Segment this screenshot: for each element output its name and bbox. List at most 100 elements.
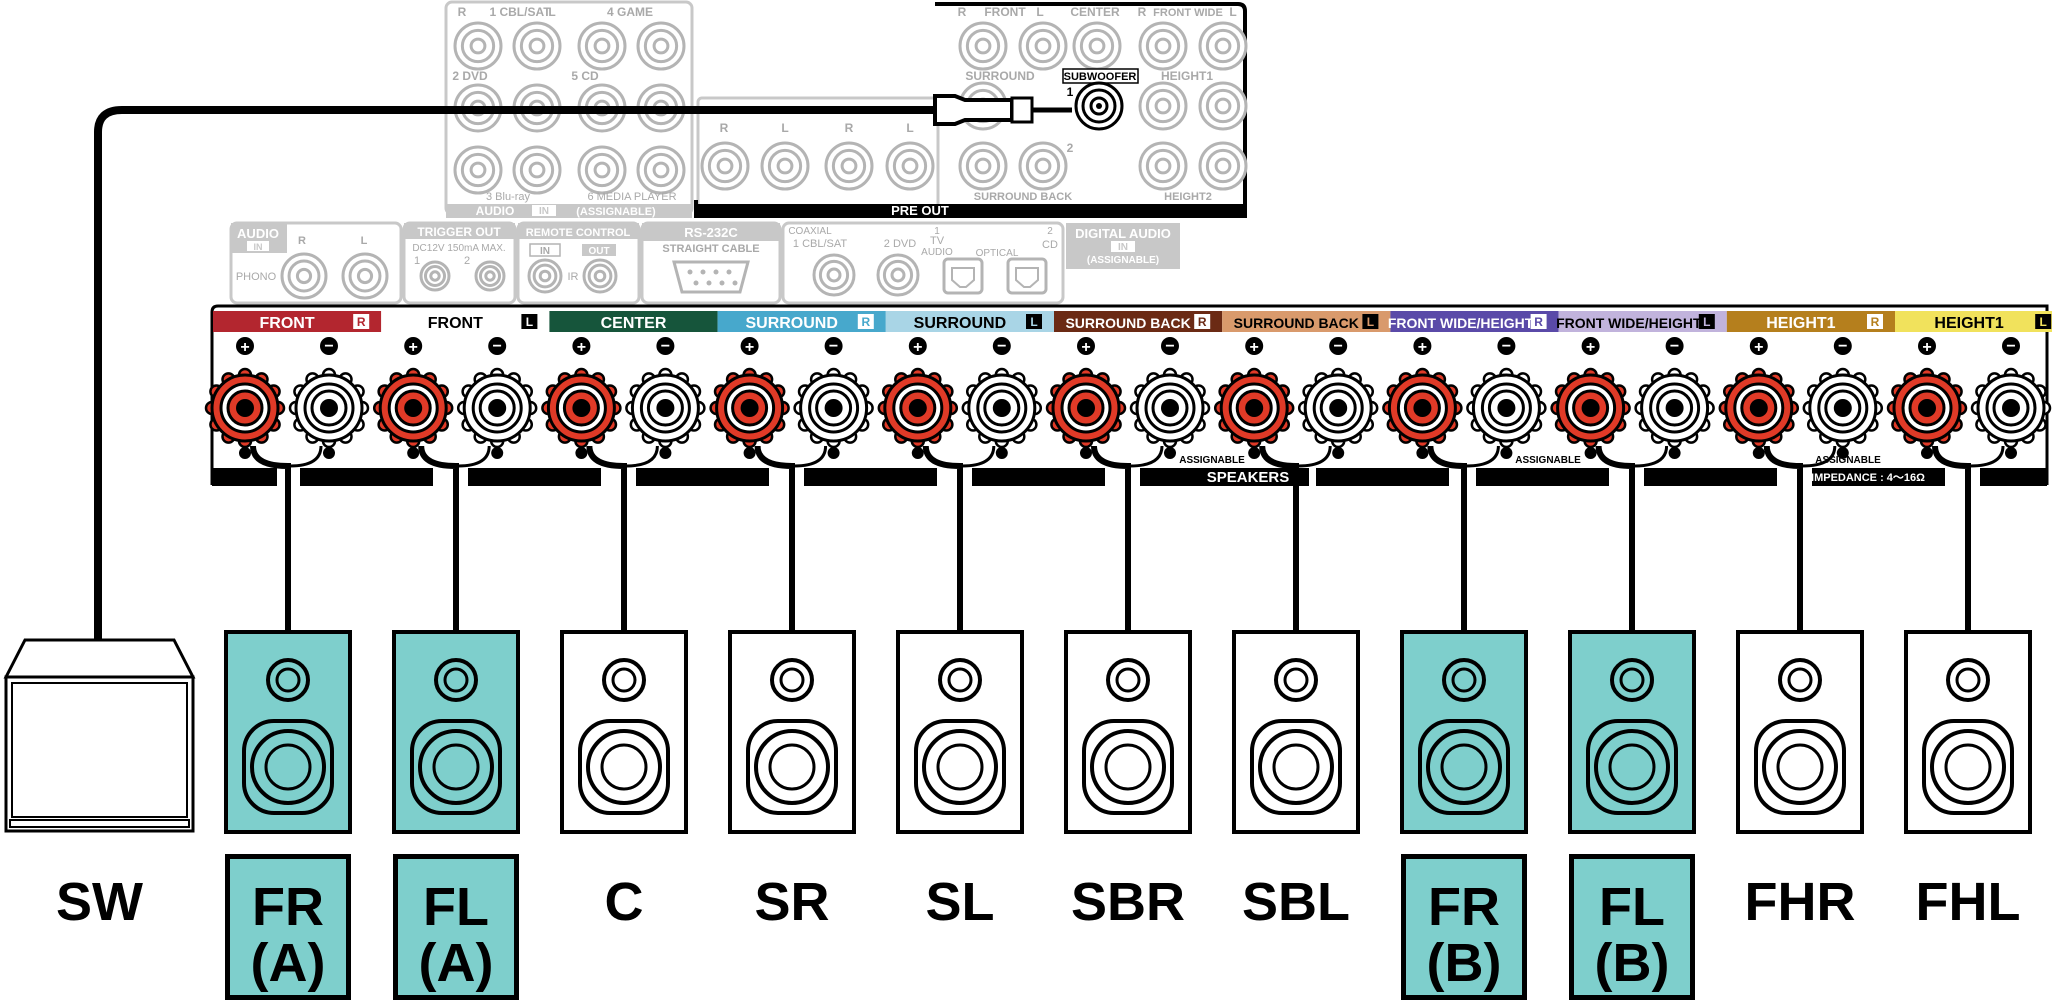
remote-jack [582,258,618,294]
side-badge: L [1030,315,1037,329]
plus-marker [236,337,254,355]
speaker-cable [922,445,963,640]
jack-pin [974,157,992,175]
terminal-foot [323,447,335,459]
digital-in-badge: IN [1118,242,1128,253]
plus-marker [1413,337,1432,355]
speaker-tweeter-dome [443,667,469,693]
rs232c-pin [713,269,719,275]
digital-tv: TV [930,235,945,247]
speaker-channel-label: FRONT [428,315,483,332]
remote-in: IN [540,246,550,257]
subwoofer-top [3,638,196,679]
audio-in-footer [446,204,692,218]
side-badge-bg [1362,314,1379,329]
side-badge-bg [857,314,874,329]
terminal-hole [824,399,843,417]
panel-strip [1812,468,1945,486]
plus-sign: + [1754,339,1763,356]
badge-r: R [845,121,854,135]
subwoofer-jack [1074,81,1124,131]
speaker-label-line2: (A) [250,933,326,993]
speaker-channel-label: SURROUND [745,315,837,332]
assignable-3: ASSIGNABLE [1815,455,1881,466]
plus-sign: + [1418,339,1427,356]
minus-sign: − [1838,338,1847,355]
panel-strip [468,468,601,486]
digital-assignable: (ASSIGNABLE) [1087,255,1159,266]
trigger-title: TRIGGER OUT [417,225,501,239]
minus-marker [1497,337,1516,355]
side-badge: R [861,315,870,329]
speaker-label: FHR [1710,874,1890,930]
terminal-white [625,367,706,459]
panel-strip [300,468,433,486]
plus-sign: + [577,339,586,356]
speaker-tweeter-dome [1787,667,1813,693]
side-badge: L [2040,315,2047,329]
sw-jack-pin [1096,103,1102,109]
terminal-foot [1248,447,1261,459]
speaker-channel-label: SURROUND BACK [1065,315,1190,331]
minus-sign: − [829,338,838,355]
terminal-foot [911,447,924,459]
panel-strip [804,468,937,486]
jack-pin [890,267,906,283]
terminal-white [793,367,874,459]
speaker-woofer-cone [1944,743,1992,791]
remote-out: OUT [588,246,609,257]
side-badge-bg [1530,314,1547,329]
terminal-white [1297,367,1379,459]
speaker-channel-header [717,311,886,332]
side-badge: L [526,315,533,329]
minus-sign: − [1165,338,1174,355]
input-label: 2 DVD [452,69,488,83]
side-badge-bg [1026,314,1042,329]
trigger-title-bg [404,223,515,239]
jack-pin [652,37,670,55]
speaker-channel-label: SURROUND [914,315,1006,332]
terminal-red [1550,367,1631,459]
input-label: 1 CBL/SAT [489,5,551,19]
panel-strip [636,468,769,486]
panel-strip [1644,468,1777,486]
speaker-tweeter-dome [1451,667,1477,693]
jack-pin [1214,37,1232,55]
terminal-hole [1497,399,1516,417]
audio-in-jack [453,145,503,195]
badge-r: R [1138,5,1147,19]
speaker-cable [586,445,627,640]
rs232c-pin [687,269,693,275]
plus-sign: + [913,339,922,356]
terminal-hole [236,399,254,417]
terminal-foot [407,447,420,459]
speaker-label-line2: (B) [1426,933,1502,993]
speaker-cable-neg [1801,445,1837,468]
digital-optical: OPTICAL [976,248,1019,259]
speaker-cable-neg [961,445,996,468]
speaker-label-line2: (B) [1594,933,1670,993]
speaker-woofer-cone [1440,743,1488,791]
remote-jack [527,258,563,294]
subwoofer-base [9,819,190,828]
terminal-white [1466,367,1547,459]
terminal-hole [488,399,507,417]
terminal-red [1886,367,1968,459]
trigger-1: 1 [414,255,420,267]
panel-strip [1476,468,1609,486]
jack-pin [528,37,546,55]
jack-pin [528,161,546,179]
speaker-cable-neg [457,445,491,468]
badge-r: R [958,5,967,19]
phono-jack [280,252,328,300]
terminal-foot [1500,447,1513,459]
preout-title: PRE OUT [891,203,949,218]
terminal-hole [992,399,1011,417]
side-badge-bg [1698,314,1715,329]
speaker-cable [418,445,459,640]
subwoofer-label: SW [56,872,143,932]
terminal-foot [1416,447,1429,459]
speaker-label: FR(B) [1401,854,1527,1000]
minus-marker [320,337,338,355]
rs232c-sub: STRAIGHT CABLE [662,243,759,255]
